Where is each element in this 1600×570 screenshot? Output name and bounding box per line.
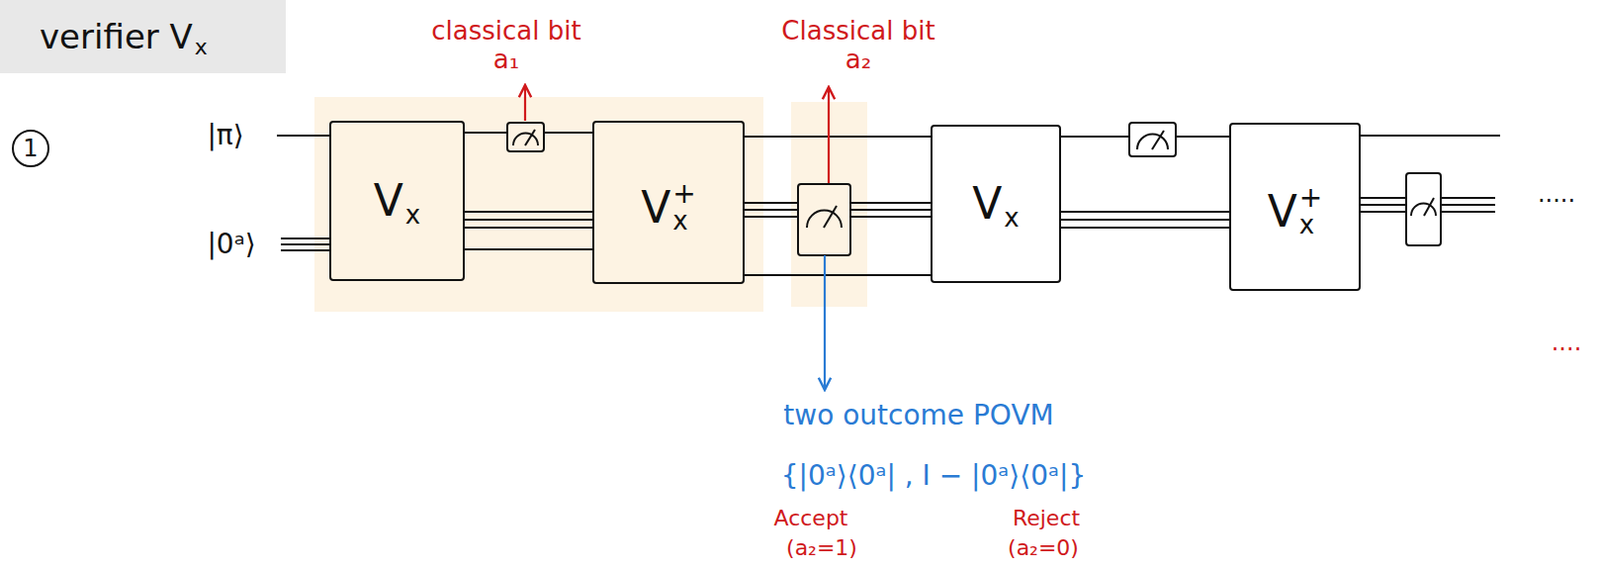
unitary-box: V+x: [1229, 122, 1361, 291]
povm-arrow: [823, 255, 826, 390]
input-state: |0ᵃ⟩: [206, 228, 256, 260]
wire: [1360, 134, 1501, 137]
output-label: Classical bit a₂: [774, 16, 943, 75]
outcome-value: (a₂=0): [1007, 535, 1079, 561]
wire: [744, 201, 799, 204]
wire: [1061, 226, 1230, 229]
superscript: +: [672, 179, 696, 208]
subscript: x: [1299, 211, 1315, 238]
highlight-band: [314, 96, 764, 312]
wire: [850, 215, 931, 218]
outcome-label: Reject: [1012, 506, 1080, 532]
node-label: Vx: [373, 178, 422, 223]
wire: [744, 215, 799, 218]
wire: [1061, 218, 1230, 221]
operator-name: V: [972, 181, 1002, 226]
operator-name: V: [640, 185, 671, 230]
povm-title: two outcome POVM: [783, 399, 1054, 431]
step-number: 1: [22, 135, 38, 163]
node-label: Vx: [972, 181, 1020, 226]
unitary-box: V+x: [592, 120, 745, 284]
wire: [276, 134, 330, 137]
wire: [1360, 196, 1407, 199]
unitary-box: Vx: [930, 124, 1062, 283]
meter-symbol: [798, 183, 851, 256]
wire: [1440, 203, 1496, 206]
output-label: classical bit a₁: [422, 16, 591, 75]
input-state: |π⟩: [206, 119, 244, 151]
script-group: x: [194, 36, 208, 59]
subscript: x: [405, 201, 421, 228]
continuation-dots: ....: [1551, 329, 1583, 356]
wires: [276, 135, 1501, 275]
wire: [744, 208, 799, 211]
outcome-label: Accept: [774, 506, 849, 532]
superscript: +: [1299, 183, 1323, 212]
script-group: x: [405, 201, 421, 228]
meter-symbol: [507, 122, 544, 152]
verifier-panel: verifier Vx: [0, 0, 286, 74]
meter-symbol: [1406, 173, 1441, 246]
meter-symbol: [1129, 122, 1176, 157]
wire: [1360, 203, 1407, 206]
wire: [850, 208, 931, 211]
wire: [1440, 210, 1496, 213]
output-arrow: [524, 85, 527, 121]
wire: [280, 249, 330, 252]
subscript: x: [1003, 204, 1019, 231]
unitary-box: Vx: [329, 120, 465, 281]
node-label: V+x: [640, 176, 697, 230]
node-label: V+x: [1267, 179, 1324, 234]
continuation-dots: .....: [1537, 180, 1576, 208]
povm-set: {|0ᵃ⟩⟨0ᵃ| , I − |0ᵃ⟩⟨0ᵃ|}: [781, 459, 1086, 491]
wire: [280, 243, 330, 246]
wire: [464, 218, 593, 221]
node-label: verifier Vx: [39, 19, 208, 54]
wire: [1360, 210, 1407, 213]
operator-name: verifier V: [39, 19, 193, 54]
wire: [464, 248, 593, 251]
outcome-value: (a₂=1): [786, 535, 858, 561]
script-group: +x: [1299, 183, 1323, 238]
operator-name: V: [373, 178, 404, 223]
wire: [1440, 196, 1496, 199]
wire: [1061, 210, 1230, 213]
wire: [744, 273, 931, 276]
wire: [280, 237, 330, 240]
output-arrow: [827, 87, 830, 183]
qubit-wire: [744, 135, 931, 138]
wire: [464, 210, 593, 213]
script-group: +x: [672, 179, 696, 234]
operator-name: V: [1267, 189, 1298, 234]
script-group: x: [1003, 204, 1019, 231]
subscript: x: [672, 207, 688, 234]
wire: [464, 226, 593, 229]
step-circle: [12, 130, 49, 167]
wire: [850, 201, 931, 204]
subscript: x: [194, 36, 208, 59]
